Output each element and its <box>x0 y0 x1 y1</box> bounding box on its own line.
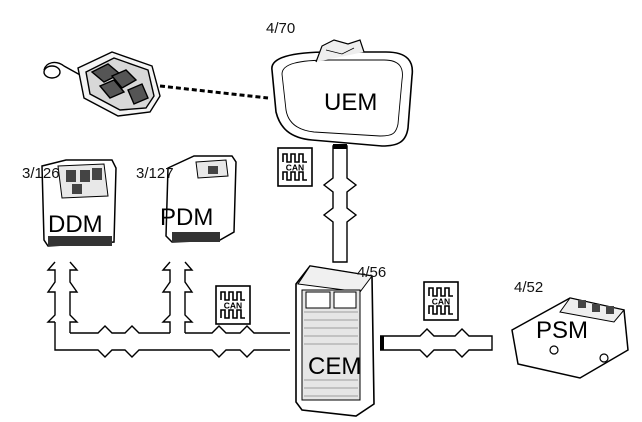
can-badge-uem: CAN <box>277 147 313 187</box>
key-fob-link <box>159 84 269 100</box>
svg-text:CAN: CAN <box>432 297 450 307</box>
cem-label: CEM <box>308 353 361 380</box>
ddm-label: DDM <box>48 211 103 238</box>
can-badge-doors: CAN <box>215 285 251 325</box>
cem-psm-bus <box>380 328 493 358</box>
svg-text:CAN: CAN <box>224 301 242 311</box>
uem-cem-bus <box>322 145 358 263</box>
psm-label: PSM <box>536 317 588 344</box>
left-horizontal-bus <box>54 322 290 358</box>
bus-lines <box>46 145 493 358</box>
svg-text:CAN: CAN <box>286 163 304 173</box>
psm-ref: 4/52 <box>514 279 543 296</box>
cem-ref: 4/56 <box>357 264 386 281</box>
can-badge-psm: CAN <box>423 281 459 321</box>
psm-module: 4/52 PSM <box>511 279 629 379</box>
pdm-label: PDM <box>160 204 213 231</box>
key-fob-icon <box>43 51 161 117</box>
uem-ref: 4/70 <box>266 20 295 37</box>
ddm-ref: 3/126 <box>22 165 60 182</box>
pdm-drop-bus <box>161 261 171 333</box>
pdm-ref: 3/127 <box>136 165 174 182</box>
ddm-drop-bus <box>46 261 56 323</box>
uem-label: UEM <box>324 89 377 116</box>
uem-module: 4/70 UEM <box>266 20 414 147</box>
ddm-module: 3/126 DDM <box>22 159 117 247</box>
cem-module: 4/56 CEM <box>295 264 386 417</box>
pdm-module: 3/127 PDM <box>136 155 237 243</box>
